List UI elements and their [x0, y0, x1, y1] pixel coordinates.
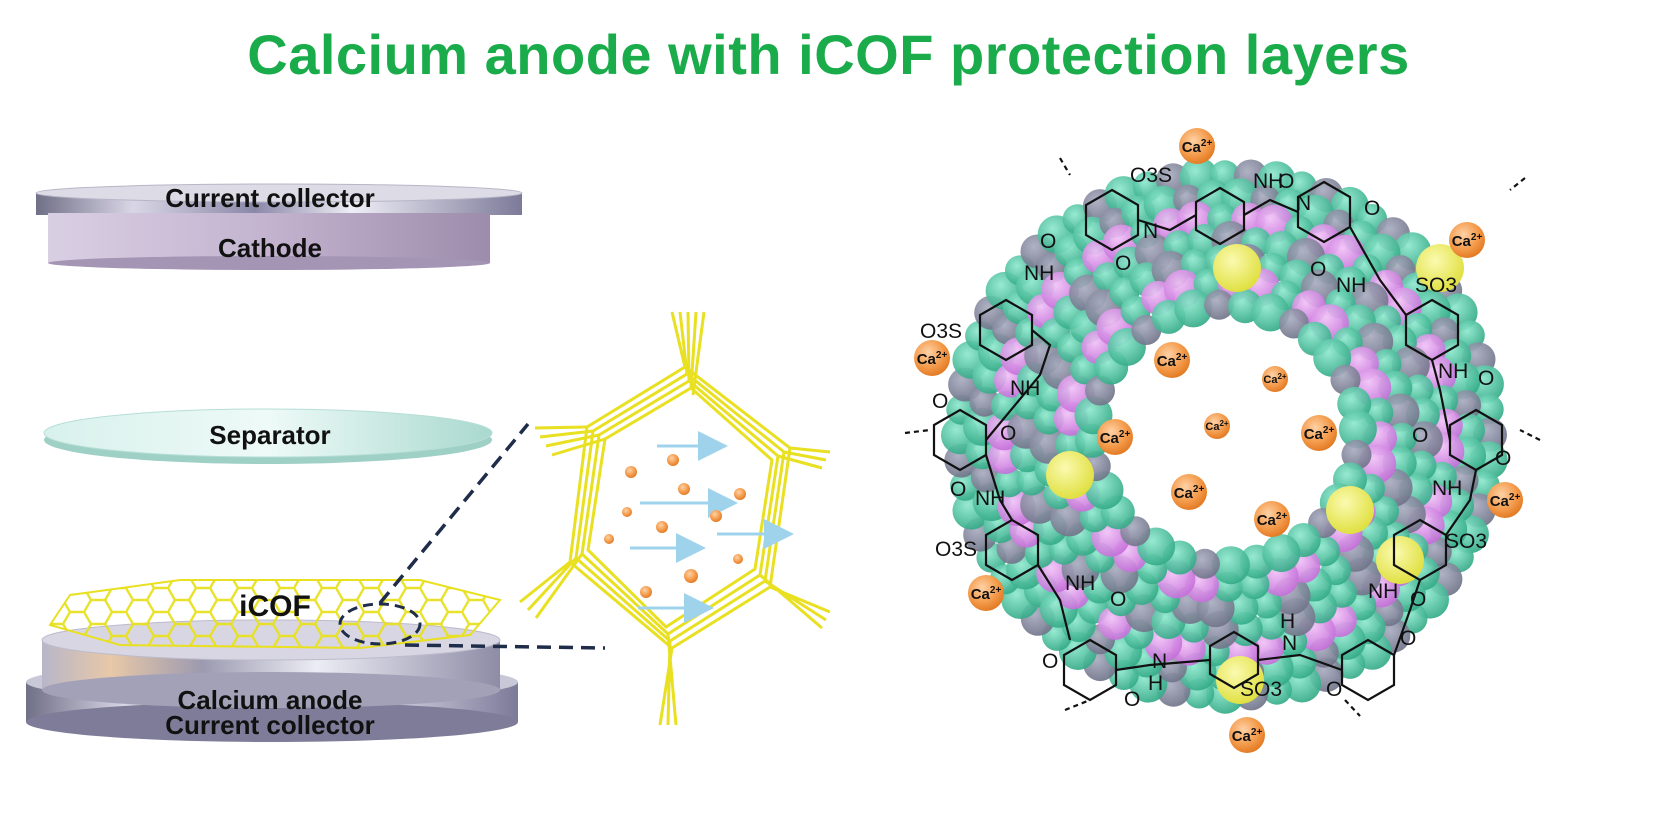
amine-label: NH: [1336, 274, 1366, 297]
ca-ion-badge: Ca2+: [914, 340, 950, 376]
ca-ion-badge: Ca2+: [1262, 366, 1288, 392]
cathode-label: Cathode: [120, 233, 420, 264]
oxygen-label: O: [1124, 688, 1140, 711]
nitrogen-label: N: [1282, 632, 1297, 655]
pore-ion-particles: [604, 454, 746, 598]
amine-label: NH: [1024, 262, 1054, 285]
hexagonal-pore-zoom: [520, 312, 830, 725]
sulfur-sphere: [1046, 451, 1094, 499]
oxygen-label: O: [1400, 627, 1416, 650]
ca-ion-badge: Ca2+: [1254, 501, 1290, 537]
top-current-collector-label: Current collector: [120, 183, 420, 214]
ca-ion-badge: Ca2+: [1171, 474, 1207, 510]
separator-label: Separator: [120, 420, 420, 451]
nitrogen-label: N: [1143, 220, 1158, 243]
sulfonate-label: SO3: [1240, 678, 1282, 701]
ca-ion-badge: Ca2+: [1097, 419, 1133, 455]
oxygen-label: O: [1278, 170, 1294, 193]
sulfur-sphere: [1376, 536, 1424, 584]
sulfur-sphere: [1326, 486, 1374, 534]
amine-label: NH: [975, 487, 1005, 510]
oxygen-label: O: [1364, 197, 1380, 220]
molecular-ring-structure: NH N N NH NH NH NH NH NH NH NH N H N H O…: [905, 128, 1540, 753]
hydrogen-label: H: [1280, 610, 1295, 633]
sulfonate-label: O3S: [920, 320, 962, 343]
ca-ion-badge: Ca2+: [1449, 222, 1485, 258]
ca-ion-badge: Ca2+: [1204, 413, 1230, 439]
amine-label: NH: [1432, 477, 1462, 500]
amine-label: NH: [1065, 572, 1095, 595]
sulfonate-label: O3S: [1130, 164, 1172, 187]
bottom-current-collector-label: Current collector: [110, 710, 430, 741]
oxygen-label: O: [1040, 230, 1056, 253]
oxygen-label: O: [1478, 367, 1494, 390]
ca-ion-badge: Ca2+: [1301, 415, 1337, 451]
battery-stack: [26, 184, 522, 742]
icof-label: iCOF: [175, 590, 375, 624]
hydrogen-label: H: [1148, 672, 1163, 695]
oxygen-label: O: [1310, 258, 1326, 281]
ion-flow-arrows: [630, 446, 788, 608]
amine-label: NH: [1368, 580, 1398, 603]
ca-ion-badge: Ca2+: [1487, 482, 1523, 518]
nitrogen-label: N: [1296, 192, 1311, 215]
ca-ion-badge: Ca2+: [968, 575, 1004, 611]
amine-label: NH: [1438, 360, 1468, 383]
oxygen-label: O: [1412, 424, 1428, 447]
ca-ion-badge: Ca2+: [1179, 128, 1215, 164]
oxygen-label: O: [1000, 422, 1016, 445]
oxygen-label: O: [1110, 588, 1126, 611]
sulfonate-label: O3S: [935, 538, 977, 561]
oxygen-label: O: [950, 478, 966, 501]
ca-ion-badge: Ca2+: [1154, 342, 1190, 378]
sulfonate-label: SO3: [1445, 530, 1487, 553]
atom-sphere: [1262, 534, 1300, 572]
ca-ion-badge: Ca2+: [1229, 717, 1265, 753]
sulfonate-label: SO3: [1415, 274, 1457, 297]
oxygen-label: O: [1042, 650, 1058, 673]
sulfur-sphere: [1213, 244, 1261, 292]
oxygen-label: O: [1326, 678, 1342, 701]
amine-label: NH: [1010, 377, 1040, 400]
oxygen-label: O: [1115, 252, 1131, 275]
oxygen-label: O: [1495, 447, 1511, 470]
nitrogen-label: N: [1152, 650, 1167, 673]
oxygen-label: O: [1410, 588, 1426, 611]
oxygen-label: O: [932, 390, 948, 413]
